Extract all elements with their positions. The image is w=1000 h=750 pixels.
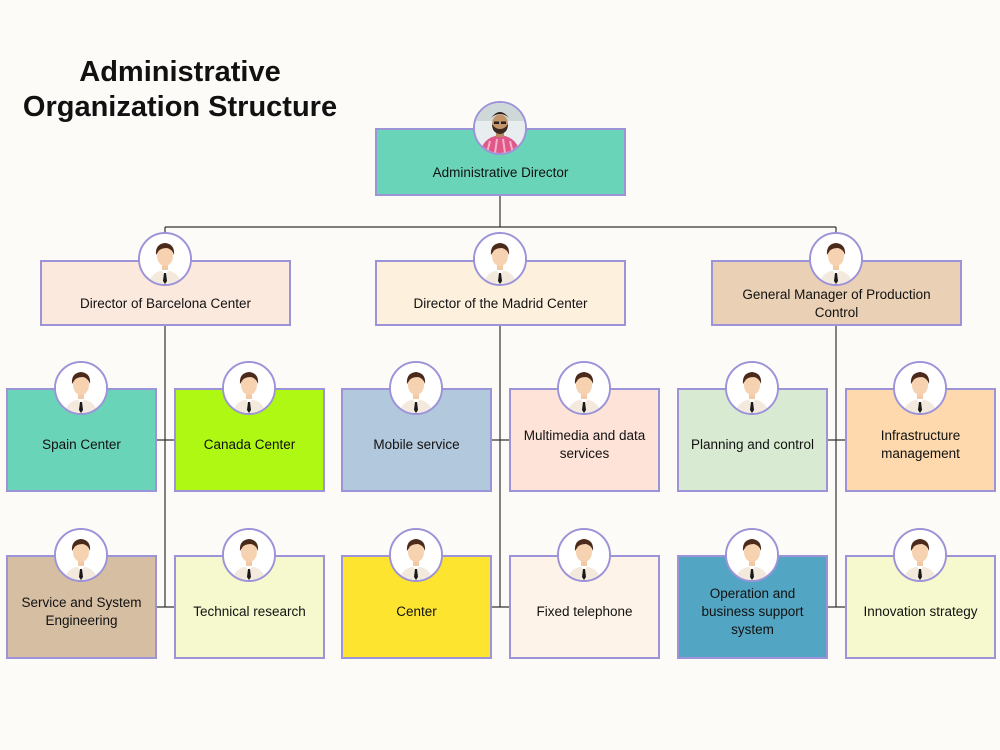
node-label: Operation and business support system (701, 586, 804, 637)
person-avatar-icon (222, 528, 276, 582)
node-label: Mobile service (373, 437, 460, 452)
node-label: Multimedia and data services (523, 428, 646, 461)
node-label: Director of the Madrid Center (413, 296, 588, 311)
node-label: Administrative Director (432, 165, 569, 180)
person-avatar-icon (473, 232, 527, 286)
title-line-1: Administrative (79, 56, 281, 88)
person-avatar-icon (809, 232, 863, 286)
person-avatar-icon (557, 528, 611, 582)
node-label: General Manager of Production Control (742, 287, 931, 320)
node-label: Planning and control (690, 437, 815, 452)
node-label: Service and System Engineering (21, 595, 142, 628)
person-avatar-icon (893, 528, 947, 582)
person-avatar-icon (54, 528, 108, 582)
node-label: Infrastructure management (880, 428, 961, 461)
person-avatar-icon (54, 361, 108, 415)
node-label: Technical research (193, 604, 306, 619)
title-line-2: Organization Structure (22, 91, 338, 123)
person-avatar-icon (725, 361, 779, 415)
chart-title: Administrative Organization Structure (0, 55, 360, 125)
person-avatar-icon (138, 232, 192, 286)
node-label: Director of Barcelona Center (79, 296, 252, 311)
person-avatar-icon (893, 361, 947, 415)
node-label: Innovation strategy (863, 604, 978, 619)
person-avatar-icon (222, 361, 276, 415)
node-label: Spain Center (42, 437, 121, 452)
node-label: Center (396, 604, 437, 619)
person-avatar-icon (389, 361, 443, 415)
person-avatar-icon (725, 528, 779, 582)
photo-avatar (473, 101, 527, 155)
person-avatar-icon (389, 528, 443, 582)
node-label: Fixed telephone (536, 604, 633, 619)
node-label: Canada Center (203, 437, 296, 452)
person-avatar-icon (557, 361, 611, 415)
